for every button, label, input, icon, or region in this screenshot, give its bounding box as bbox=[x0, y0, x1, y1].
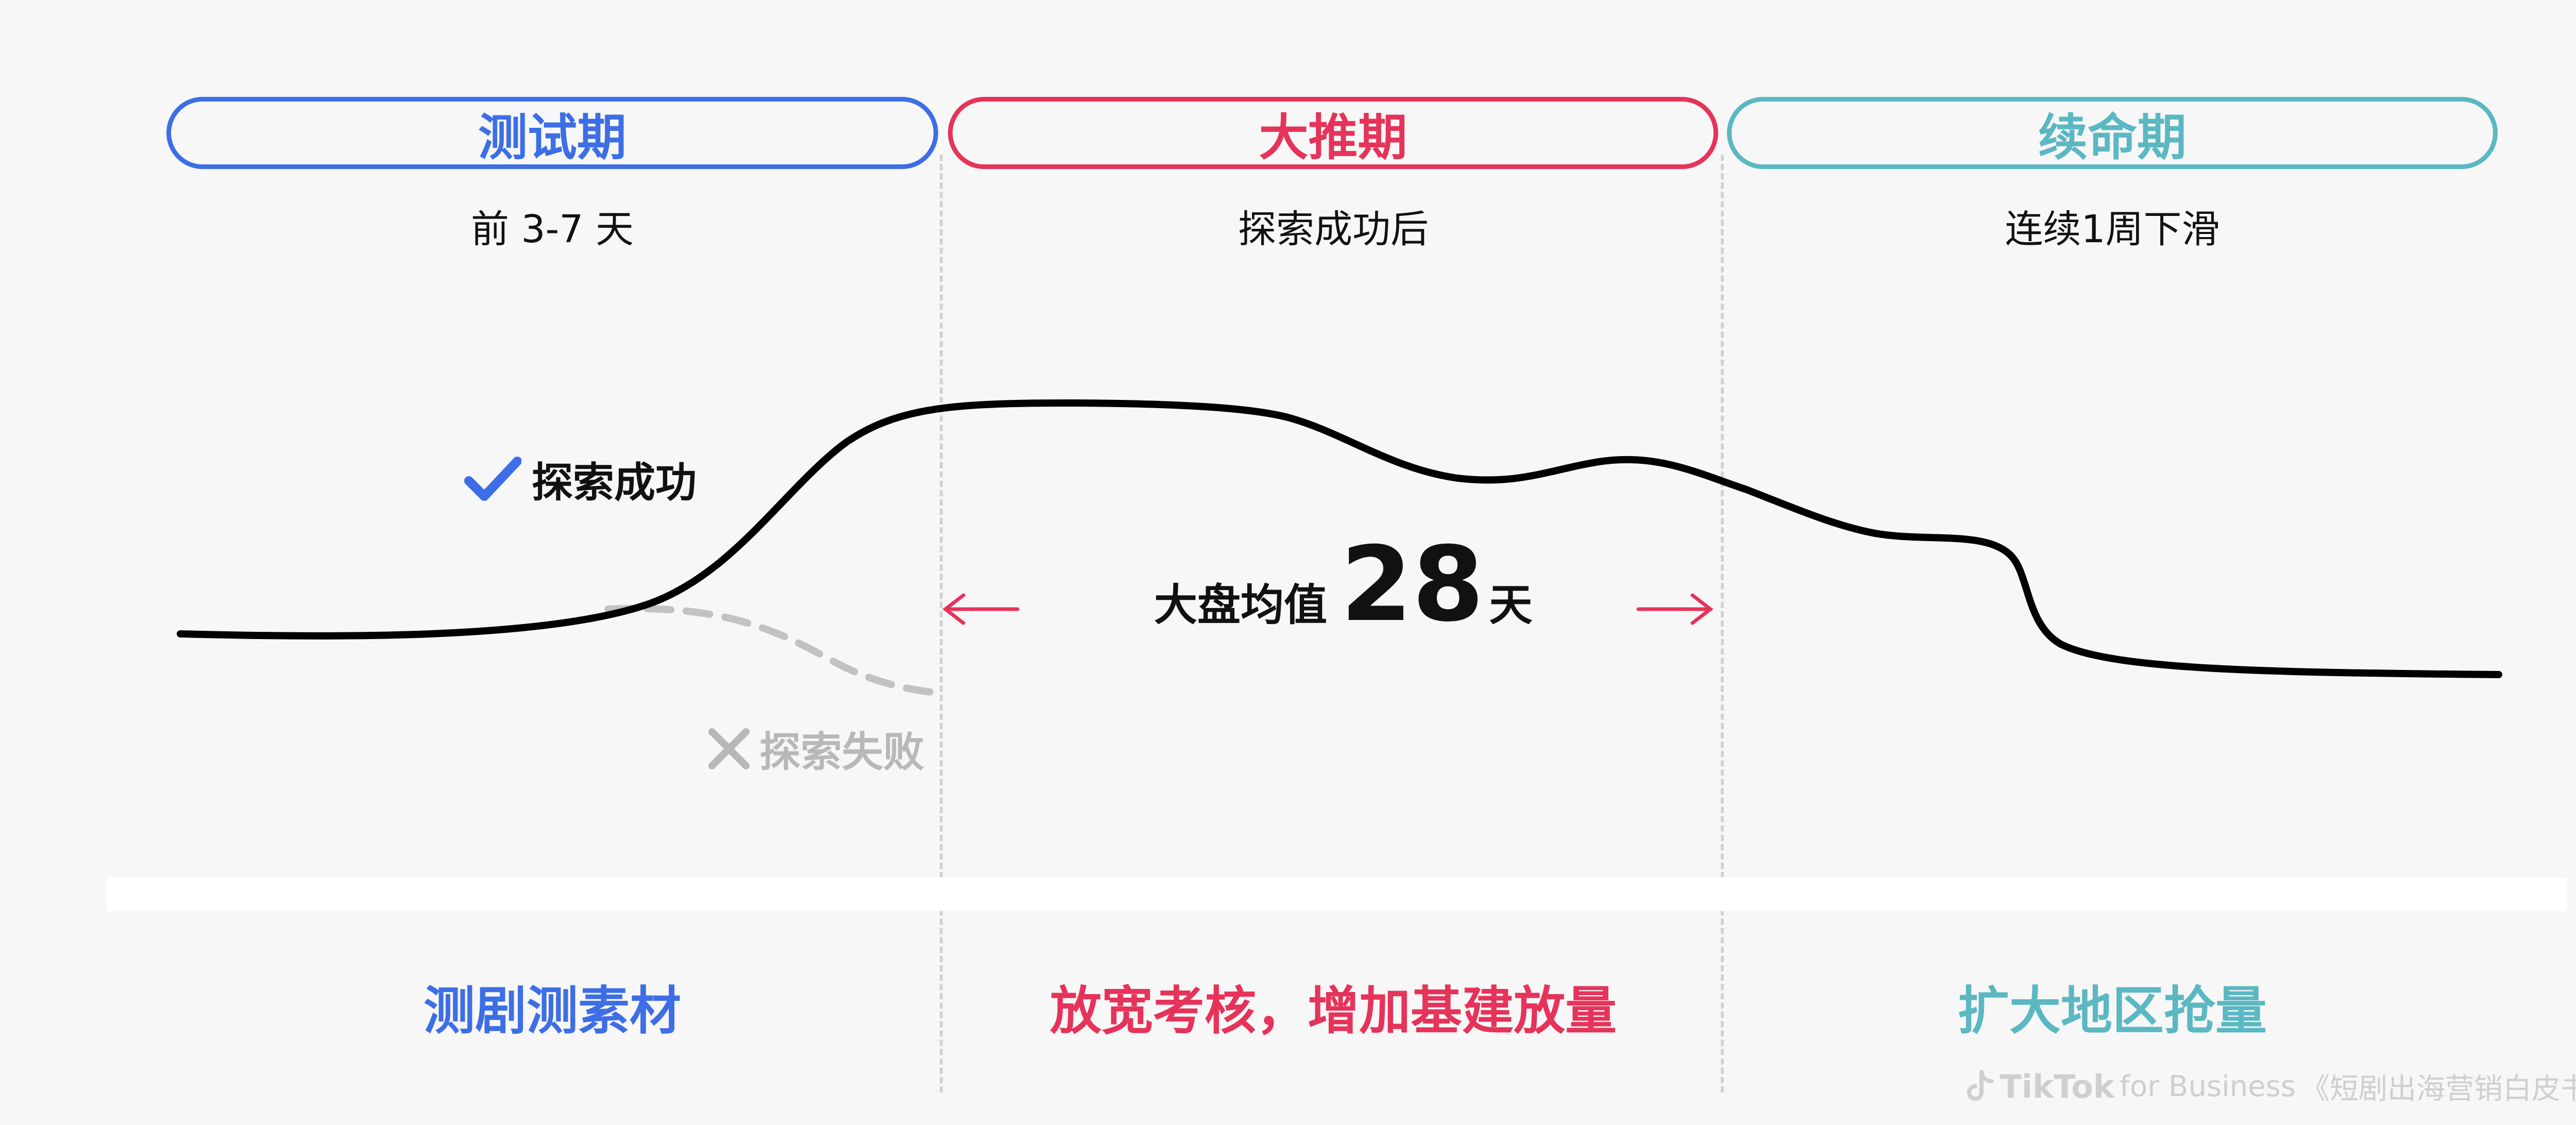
watermark-suffix: for Business bbox=[2120, 1070, 2296, 1103]
strategy-test: 测剧测素材 bbox=[423, 981, 681, 1041]
success-curve bbox=[177, 399, 2502, 678]
failure-marker: 探索失败 bbox=[707, 719, 924, 779]
average-arrow-left bbox=[942, 593, 1020, 625]
cross-icon bbox=[708, 728, 750, 769]
phase-subtitle-push: 探索成功后 bbox=[1238, 207, 1429, 251]
success-label: 探索成功 bbox=[532, 459, 697, 507]
phase-subtitle-test: 前 3-7 天 bbox=[471, 207, 634, 251]
failure-curve bbox=[604, 605, 943, 697]
tiktok-logo-icon bbox=[1967, 1069, 1994, 1101]
phase-pill-test: 测试期 bbox=[166, 97, 938, 169]
strategy-extend: 扩大地区抢量 bbox=[1958, 981, 2267, 1041]
phase-divider-2 bbox=[1721, 155, 1724, 1093]
average-unit: 天 bbox=[1489, 580, 1533, 630]
failure-label: 探索失败 bbox=[759, 728, 924, 776]
phase-title-extend: 续命期 bbox=[2038, 108, 2187, 166]
phase-subtitle-extend: 连续1周下滑 bbox=[2005, 207, 2220, 251]
phase-pill-extend: 续命期 bbox=[1727, 97, 2498, 169]
separator-band bbox=[106, 877, 2567, 911]
phase-divider-1 bbox=[940, 155, 943, 1093]
average-arrow-right bbox=[1636, 593, 1714, 625]
phase-title-test: 测试期 bbox=[478, 108, 626, 166]
average-label: 大盘均值 bbox=[1154, 580, 1328, 630]
watermark: TikTok for Business 《短剧出海营销白皮书》 bbox=[1966, 1066, 2576, 1107]
watermark-brand: TikTok bbox=[1999, 1068, 2115, 1105]
average-value: 28 bbox=[1341, 525, 1484, 645]
success-marker: 探索成功 bbox=[464, 449, 697, 509]
check-icon bbox=[464, 457, 521, 501]
strategy-push: 放宽考核，增加基建放量 bbox=[1050, 981, 1617, 1041]
phase-title-push: 大推期 bbox=[1259, 108, 1408, 166]
phase-pill-push: 大推期 bbox=[948, 97, 1718, 169]
watermark-source: 《短剧出海营销白皮书》 bbox=[2301, 1072, 2576, 1106]
average-duration: 大盘均值 28 天 bbox=[1154, 533, 1532, 636]
